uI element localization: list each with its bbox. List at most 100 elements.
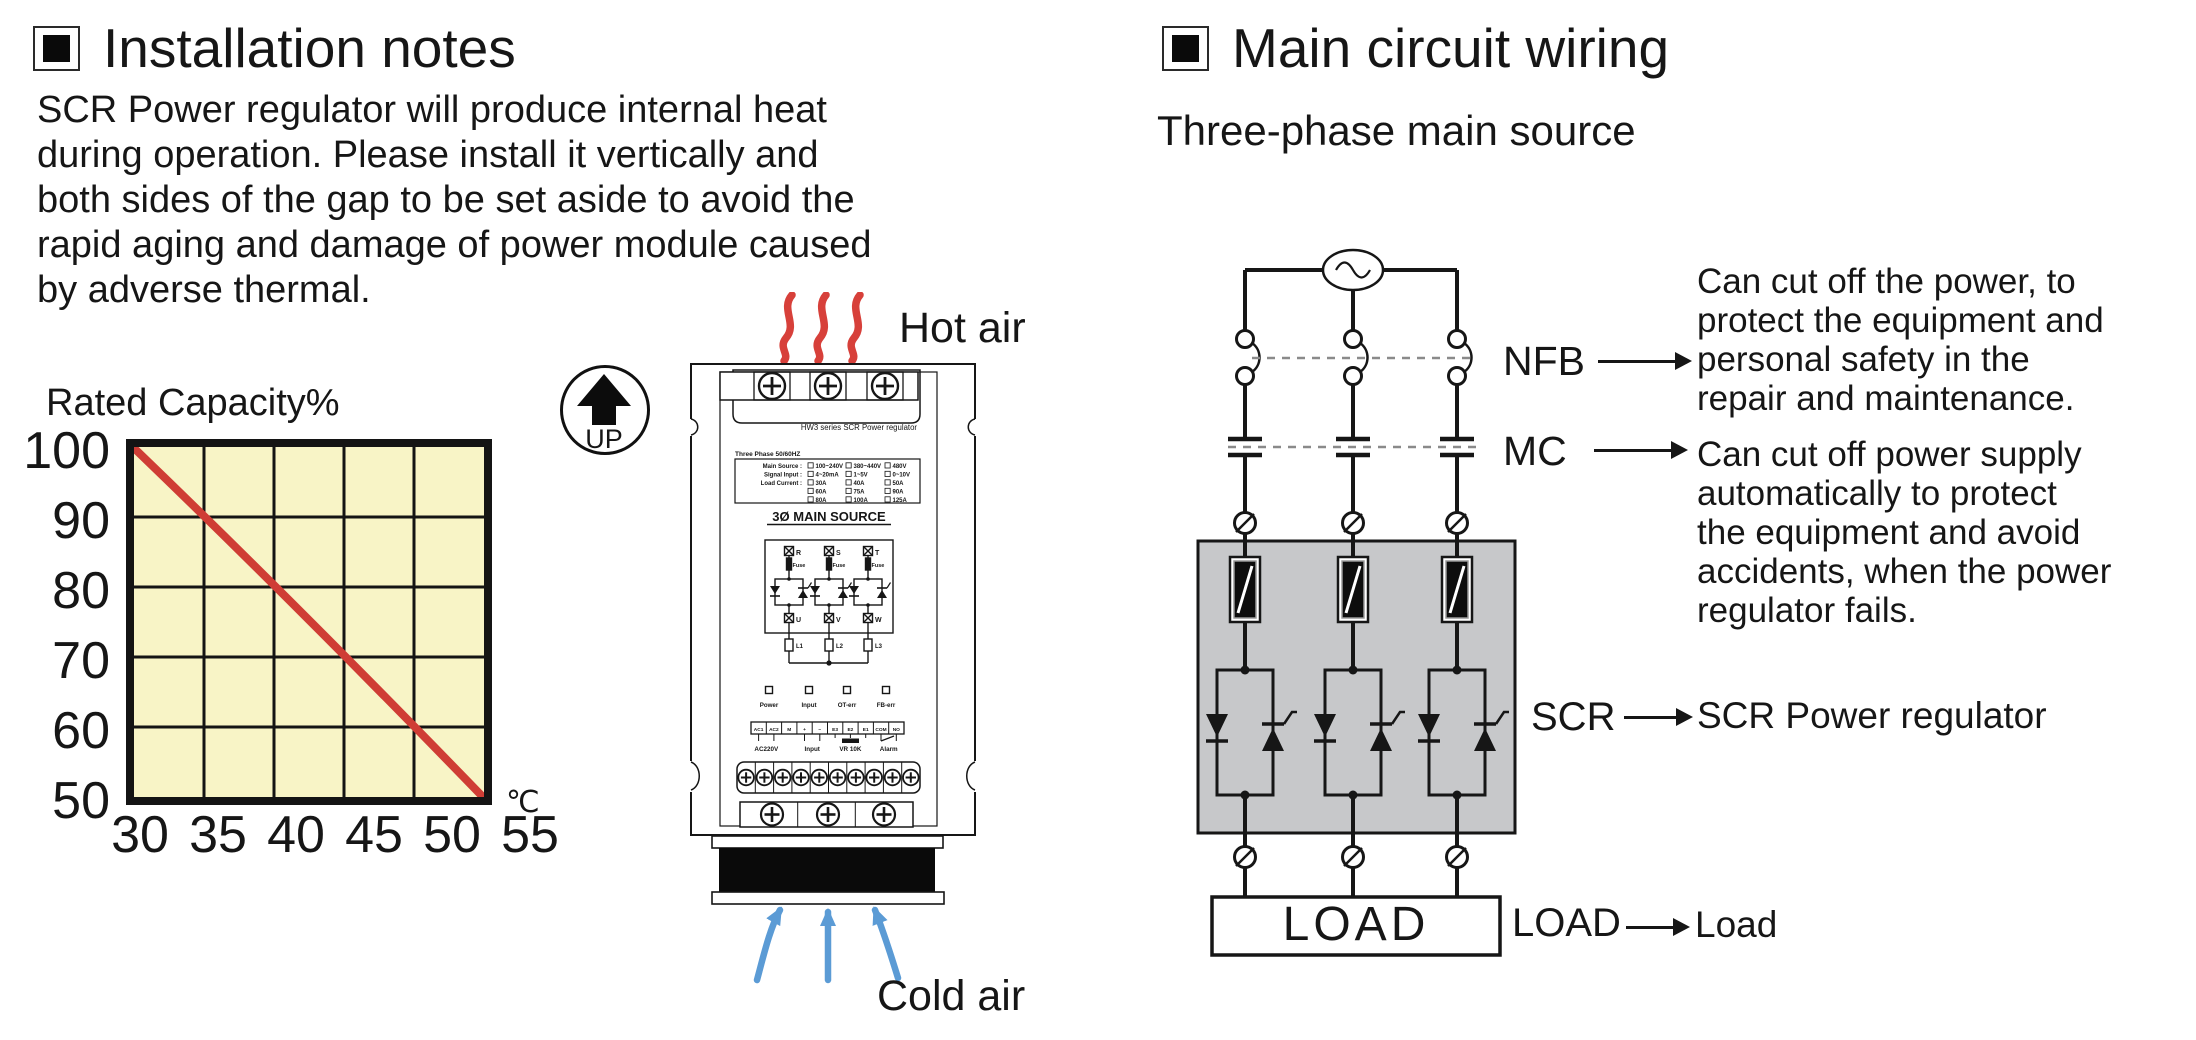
x-tick: 35 (189, 806, 247, 864)
svg-text:VR 10K: VR 10K (839, 746, 862, 753)
svg-text:FB-err: FB-err (877, 702, 896, 709)
spec-header: Three Phase 50/60HZ (735, 451, 800, 458)
scr-arrow (1624, 708, 1693, 726)
load-box (1210, 895, 1502, 957)
nfb-arrow (1598, 352, 1692, 370)
installation-title: Installation notes (103, 17, 516, 79)
main-circuit-schematic: LOAD (1196, 248, 1517, 957)
body-line: rapid aging and damage of power module c… (37, 224, 872, 266)
svg-text:50A: 50A (893, 481, 905, 487)
svg-text:75A: 75A (854, 490, 866, 496)
y-tick: 90 (52, 492, 110, 550)
svg-text:1~5V: 1~5V (854, 473, 868, 479)
mc-arrow (1594, 441, 1688, 459)
svg-text:E2: E2 (847, 727, 853, 733)
x-axis-unit: ℃ (506, 786, 540, 819)
body-line: SCR Power regulator will produce interna… (37, 89, 827, 131)
mc-description: Can cut off power supply automatically t… (1697, 435, 2112, 630)
svg-text:Input: Input (805, 746, 821, 753)
svg-text:NO: NO (893, 727, 900, 733)
chart-title: Rated Capacity% (46, 382, 340, 424)
load-arrow (1626, 918, 1690, 936)
x-tick: 40 (267, 806, 325, 864)
y-tick: 70 (52, 632, 110, 690)
svg-text:AC220V: AC220V (754, 746, 779, 753)
svg-text:S: S (836, 550, 841, 557)
y-tick: 100 (23, 422, 110, 480)
svg-text:COM: COM (875, 727, 886, 733)
x-tick: 55 (501, 806, 559, 864)
nfb-description: Can cut off the power, to protect the eq… (1697, 262, 2104, 418)
cold-air-icon (753, 906, 902, 984)
regulator-device-drawing: HW3 series SCR Power regulator Three Pha… (688, 363, 979, 905)
y-tick: 60 (52, 702, 110, 760)
svg-text:0~10V: 0~10V (893, 473, 911, 479)
cold-air-label: Cold air (877, 972, 1026, 1020)
svg-text:Load Current :: Load Current : (761, 481, 802, 487)
svg-text:4~20mA: 4~20mA (816, 473, 840, 479)
body-line: during operation. Please install it vert… (37, 134, 819, 176)
nfb-label: NFB (1503, 338, 1585, 384)
svg-text:100~240V: 100~240V (816, 464, 844, 470)
svg-text:40A: 40A (854, 481, 866, 487)
y-tick: 80 (52, 562, 110, 620)
derating-line (132, 446, 485, 799)
svg-text:Input: Input (801, 702, 816, 709)
x-tick: 50 (423, 806, 481, 864)
svg-text:L1: L1 (796, 644, 804, 650)
svg-text:L3: L3 (875, 644, 883, 650)
installation-body: SCR Power regulator will produce interna… (37, 88, 871, 313)
hot-air-label: Hot air (899, 304, 1026, 352)
mc-label: MC (1503, 428, 1567, 474)
x-tick: 30 (111, 806, 169, 864)
load-tag: LOAD (1512, 901, 1621, 945)
svg-text:Power: Power (760, 702, 779, 709)
y-tick: 50 (52, 772, 110, 830)
svg-text:Alarm: Alarm (880, 746, 898, 753)
svg-text:T: T (875, 550, 880, 557)
up-orientation-icon: UP (560, 365, 650, 455)
capacity-chart-plot (126, 439, 492, 805)
section-marker-icon (1162, 26, 1209, 71)
svg-text:E1: E1 (863, 727, 869, 733)
svg-text:AC2: AC2 (769, 727, 779, 733)
svg-text:Fuse: Fuse (793, 563, 806, 569)
svg-text:Signal Input :: Signal Input : (764, 473, 802, 479)
svg-text:OT-err: OT-err (838, 702, 857, 709)
x-tick: 45 (345, 806, 403, 864)
svg-text:M: M (787, 727, 791, 733)
svg-text:L2: L2 (836, 644, 844, 650)
capacity-chart-grid (132, 446, 485, 799)
up-arrow-icon: UP (577, 374, 631, 454)
wiring-title: Main circuit wiring (1232, 17, 1670, 79)
svg-text:480V: 480V (893, 464, 907, 470)
up-label: UP (585, 424, 623, 451)
svg-text:E3: E3 (832, 727, 838, 733)
load-box-label: LOAD (1283, 898, 1430, 951)
wiring-subtitle: Three-phase main source (1157, 107, 1636, 154)
body-line: both sides of the gap to be set aside to… (37, 179, 855, 221)
scr-description: SCR Power regulator (1697, 695, 2047, 736)
svg-text:V: V (836, 617, 841, 624)
body-line: by adverse thermal. (37, 269, 371, 311)
svg-text:100A: 100A (854, 498, 869, 504)
svg-text:60A: 60A (816, 490, 828, 496)
svg-text:AC1: AC1 (754, 727, 764, 733)
svg-text:Main Source :: Main Source : (763, 464, 802, 470)
svg-text:W: W (875, 617, 882, 624)
svg-text:30A: 30A (816, 481, 828, 487)
svg-text:Fuse: Fuse (872, 563, 885, 569)
svg-text:−: − (818, 728, 821, 733)
hot-air-icon (779, 292, 864, 364)
main-source-heading: 3Ø MAIN SOURCE (772, 509, 886, 524)
load-description: Load (1695, 904, 1778, 945)
section-marker-fill (43, 35, 70, 62)
svg-text:125A: 125A (893, 498, 908, 504)
svg-text:U: U (796, 617, 801, 624)
scr-label: SCR (1531, 695, 1616, 739)
section-marker-fill (1172, 35, 1199, 62)
svg-text:80A: 80A (816, 498, 828, 504)
svg-text:R: R (796, 550, 801, 557)
svg-text:Fuse: Fuse (833, 563, 846, 569)
